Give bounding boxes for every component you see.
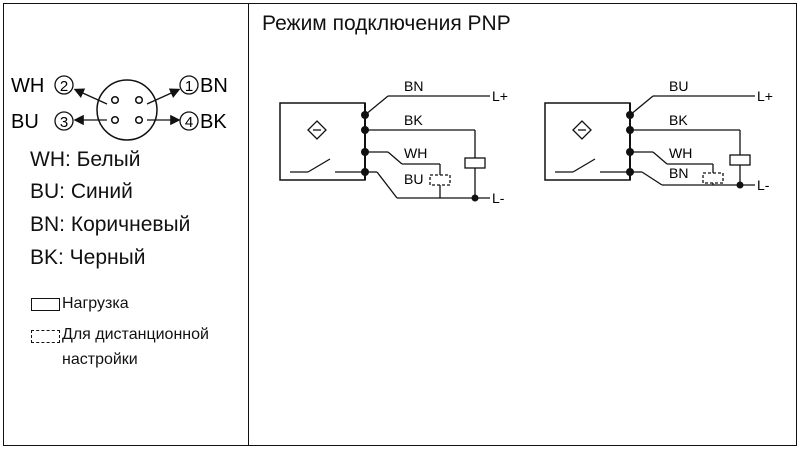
sensor-symbol-icon <box>307 120 327 140</box>
pin-2-code: WH <box>11 75 44 97</box>
wiring-diagram-right: BU L+ BK WH BN L- <box>544 78 773 193</box>
remote-setting-symbol <box>702 172 724 184</box>
color-legend-bu: BU: Синий <box>30 180 133 203</box>
pin-1-code: BN <box>200 75 228 97</box>
page-title: Режим подключения PNP <box>262 12 511 35</box>
load-label: Нагрузка <box>62 295 129 312</box>
connector-pinout: WH 2 1 BN BU 3 4 BK <box>11 75 228 141</box>
connector-body <box>96 79 158 141</box>
diagram-panel <box>248 3 797 446</box>
pin-1 <box>134 95 144 105</box>
pin-4-code: BK <box>200 111 227 133</box>
load-symbol <box>31 298 60 311</box>
pin-3-number: 3 <box>60 114 68 131</box>
color-legend-bk: BK: Черный <box>30 246 146 269</box>
l-minus-label: L- <box>492 190 505 206</box>
load-symbol <box>464 157 486 169</box>
sensor-symbol-icon <box>572 120 592 140</box>
remote-setting-label-line1: Для дистанционной <box>62 326 209 343</box>
wire-label-top: BN <box>404 78 423 94</box>
sensor-body <box>279 102 366 181</box>
pin-2-number: 2 <box>60 78 68 95</box>
color-legend-wh: WH: Белый <box>30 148 141 171</box>
wire-label-output: BK <box>404 112 423 128</box>
remote-setting-symbol <box>429 174 451 186</box>
pin-2 <box>110 95 120 105</box>
load-symbol <box>729 154 751 166</box>
remote-setting-label-line2: настройки <box>62 351 138 368</box>
l-plus-label: L+ <box>757 88 773 104</box>
color-legend-bn: BN: Коричневый <box>30 213 191 236</box>
wire-label-output: BK <box>669 112 688 128</box>
switch-contact <box>572 158 596 173</box>
l-minus-label: L- <box>757 177 770 193</box>
pin-3-code: BU <box>11 111 39 133</box>
wiring-diagram-left: BN L+ BK WH BU L- <box>279 78 508 206</box>
pin-4 <box>134 115 144 125</box>
switch-contact <box>307 158 331 173</box>
sensor-body <box>544 102 631 181</box>
wire-label-top: BU <box>669 78 688 94</box>
wire-label-teach: WH <box>669 145 692 161</box>
pin-1-number: 1 <box>185 78 193 95</box>
pin-3 <box>110 115 120 125</box>
wire-label-teach: WH <box>404 145 427 161</box>
l-plus-label: L+ <box>492 88 508 104</box>
remote-setting-symbol <box>31 330 60 343</box>
wire-label-bottom: BU <box>404 171 423 187</box>
pin-4-number: 4 <box>185 114 193 131</box>
wire-label-bottom: BN <box>669 165 688 181</box>
